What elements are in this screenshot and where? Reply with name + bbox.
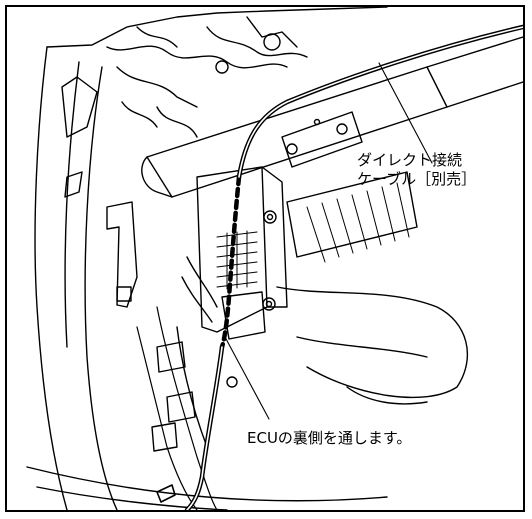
harness [156, 306, 218, 510]
harness [181, 276, 213, 323]
ecu-bolt [265, 300, 273, 308]
pillar-outline [64, 171, 83, 198]
callout-direct-cable: ダイレクト接続 ケーブル［別売］ [357, 151, 476, 189]
dash-upper [206, 26, 308, 58]
ecu-bolt [262, 297, 276, 311]
cross-beam [141, 156, 173, 198]
callout-ecu-route: ECUの裏側を通します。 [247, 429, 412, 447]
harness [186, 256, 218, 308]
harness-connector [166, 391, 196, 423]
bolt [286, 143, 298, 155]
dash-upper [116, 66, 198, 108]
bolt [313, 118, 321, 126]
harness [136, 326, 198, 510]
callout-cable-line2: ケーブル［別売］ [357, 170, 477, 188]
ecu-block [261, 166, 288, 308]
dash-upper [106, 45, 288, 69]
bolt [336, 123, 348, 135]
dash-lower [276, 286, 469, 399]
vehicle-interior-illustration [26, 7, 523, 510]
dash-upper [263, 33, 281, 51]
dash-upper [156, 106, 198, 138]
grommet [226, 376, 238, 388]
harness-connector [156, 341, 186, 373]
direct-cable-core [186, 26, 523, 510]
harness-connector [151, 422, 178, 452]
dash-upper [246, 16, 298, 48]
pillar-outline [84, 66, 118, 510]
pillar-outline [34, 46, 68, 510]
pillar-outline [64, 61, 80, 348]
leader-line-ecu [224, 336, 270, 420]
dash-upper [215, 60, 229, 74]
leader-line-cable [378, 62, 433, 164]
ecu-bolt [263, 210, 277, 224]
floor-trim [26, 466, 388, 502]
beam-bracket [281, 111, 363, 168]
dash-lower [346, 386, 428, 405]
diagram-frame: ダイレクト接続 ケーブル［別売］ ECUの裏側を通します。 [5, 5, 525, 512]
ecu-bolt [266, 213, 274, 221]
ecu-block [196, 166, 268, 333]
cable-end-connector [156, 484, 176, 503]
ecu-fuses [216, 230, 258, 290]
cross-beam [426, 36, 523, 68]
dash-lower [296, 336, 428, 358]
vent-slats [306, 182, 410, 263]
floor-trim [36, 486, 228, 510]
cross-beam [446, 81, 523, 108]
left-bracket [106, 201, 138, 308]
dash-upper [121, 101, 158, 128]
left-bracket-clip [116, 286, 132, 302]
pillar-outline [46, 7, 388, 48]
vent-panel [286, 171, 418, 258]
harness [176, 326, 208, 448]
pillar-outline [61, 76, 98, 138]
dash-upper [136, 26, 178, 48]
callout-cable-line1: ダイレクト接続 [357, 151, 463, 169]
